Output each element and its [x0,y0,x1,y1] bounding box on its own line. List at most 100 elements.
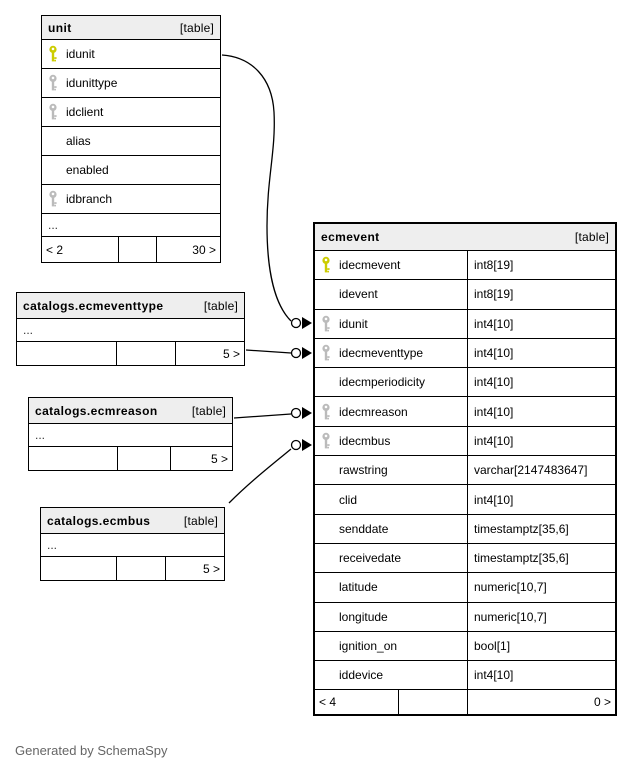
table-footer: < 4 0 > [315,690,615,715]
column-name-cell: enabled [42,156,220,184]
footer-rows-count: 5 > [210,451,228,466]
column-name-cell: ignition_on [315,632,467,660]
foreign-key-icon [48,74,59,92]
table-header[interactable]: catalogs.ecmbus [table] [41,508,224,534]
column-type: timestamptz[35,6] [467,514,615,543]
column-name: idunit [66,47,95,61]
column-name: idbranch [66,192,113,206]
column-row-longitude[interactable]: longitude numeric[10,7] [315,602,615,632]
table-name[interactable]: unit [48,20,72,35]
column-row-senddate[interactable]: senddate timestamptz[35,6] [315,514,615,544]
hidden-columns-ellipsis: ... [29,424,232,447]
table-header[interactable]: catalogs.ecmeventtype [table] [17,293,244,319]
fk-circle [290,439,302,451]
foreign-key-icon [48,103,59,121]
fk-circle [290,347,302,359]
table-catalogs-ecmbus[interactable]: catalogs.ecmbus [table] ... 5 > [40,507,225,581]
column-name: enabled [66,163,109,177]
table-header[interactable]: unit [table] [42,16,220,40]
table-tag: [table] [574,230,609,244]
table-tag: [table] [203,298,238,313]
column-name: idecmreason [339,404,408,419]
column-row-clid[interactable]: clid int4[10] [315,485,615,515]
column-name: iddevice [339,668,384,683]
column-type: int4[10] [467,338,615,368]
fk-circle [290,317,302,329]
hidden-columns-ellipsis: ... [17,319,244,342]
table-catalogs-ecmreason[interactable]: catalogs.ecmreason [table] ... 5 > [28,397,233,471]
column-row-idecmreason[interactable]: idecmreason int4[10] [315,397,615,427]
column-row-idecmeventtype[interactable]: idecmeventtype int4[10] [315,338,615,369]
column-row-idbranch[interactable]: idbranch [42,185,220,214]
column-name-cell: longitude [315,603,467,631]
table-tag: [table] [183,513,218,528]
footer-children-count [17,342,116,365]
column-type: int4[10] [467,368,615,397]
fk-arrowhead [302,317,312,329]
column-name: idecmeventtype [339,346,424,361]
column-name: idecmbus [339,433,391,448]
column-name: clid [339,492,358,507]
column-row-idunit[interactable]: idunit [42,40,220,69]
column-row-alias[interactable]: alias [42,127,220,156]
relationship-ecmeventtype-idecmeventtype [245,347,312,359]
foreign-key-icon [321,315,332,333]
column-name-cell: receivedate [315,544,467,572]
column-name-cell: idbranch [42,185,220,213]
column-type: bool[1] [467,631,615,661]
column-row-idclient[interactable]: idclient [42,98,220,127]
relationship-ecmreason-idecmreason [233,407,312,419]
column-name: receivedate [339,551,402,566]
column-name-cell: idecmreason [315,397,467,425]
column-name-cell: latitude [315,573,467,601]
table-footer: 5 > [17,342,244,365]
column-type: int8[19] [467,280,615,309]
column-row-idunittype[interactable]: idunittype [42,69,220,98]
column-type: varchar[2147483647] [467,456,615,485]
relationship-ecmbus-idecmbus [228,439,312,504]
column-type: int4[10] [467,485,615,514]
table-tag: [table] [191,403,226,418]
column-type: int4[10] [467,309,615,338]
foreign-key-icon [321,344,332,362]
fk-arrowhead [302,407,312,419]
table-footer: 5 > [41,557,224,580]
table-header[interactable]: catalogs.ecmreason [table] [29,398,232,424]
column-type: int4[10] [467,397,615,426]
table-footer: 5 > [29,447,232,470]
column-type: numeric[10,7] [467,602,615,631]
table-header[interactable]: ecmevent [table] [315,224,615,251]
primary-key-icon [321,256,332,274]
table-catalogs-ecmeventtype[interactable]: catalogs.ecmeventtype [table] ... 5 > [16,292,245,366]
fk-arrowhead [302,439,312,451]
table-name[interactable]: ecmevent [321,230,380,244]
footer-rows-count: 5 > [222,346,240,361]
table-name[interactable]: catalogs.ecmbus [47,513,151,528]
column-name-cell: senddate [315,515,467,543]
table-name[interactable]: catalogs.ecmreason [35,403,158,418]
foreign-key-icon [321,432,332,450]
table-footer: < 2 30 > [42,237,220,262]
column-row-enabled[interactable]: enabled [42,156,220,185]
table-name[interactable]: catalogs.ecmeventtype [23,298,164,313]
footer-rows-count: 0 > [593,695,611,710]
footer-middle-cell [116,557,166,580]
column-name: senddate [339,521,389,536]
column-name: longitude [339,609,388,624]
column-name-cell: alias [42,127,220,155]
column-type: int8[19] [467,251,615,280]
footer-children-count [29,447,117,470]
column-name-cell: idecmbus [315,427,467,455]
